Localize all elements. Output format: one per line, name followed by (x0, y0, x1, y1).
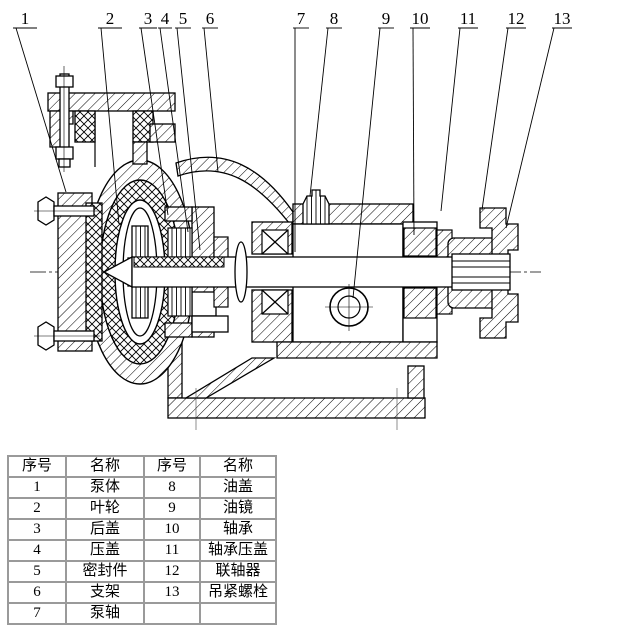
back-cover (164, 206, 229, 338)
cell-seq: 8 (143, 476, 201, 499)
cell-name: 叶轮 (65, 497, 145, 520)
cell-seq: 11 (143, 539, 201, 562)
flange-bolt-top (34, 196, 100, 226)
header-name-1: 名称 (65, 455, 145, 478)
cell-name: 轴承压盖 (199, 539, 277, 562)
support-base (167, 331, 426, 430)
header-seq-1: 序号 (7, 455, 67, 478)
cell-seq: 5 (7, 560, 67, 583)
flange-bolt-bottom (34, 321, 100, 351)
oil-sight-glass (325, 284, 373, 331)
cell-name: 吊紧螺栓 (199, 581, 277, 604)
callout-5: 5 (179, 9, 188, 28)
leader-lines (13, 27, 572, 299)
table-row: 3 后盖 10 轴承 (7, 518, 277, 541)
cell-seq: 9 (143, 497, 201, 520)
callout-3: 3 (144, 9, 153, 28)
pump-cross-section-drawing: 1 2 3 4 5 6 7 8 9 10 11 12 13 (13, 9, 572, 430)
discharge-clamp-bolt (55, 66, 74, 172)
header-name-2: 名称 (199, 455, 277, 478)
cell-name: 泵体 (65, 476, 145, 499)
cell-seq: 2 (7, 497, 67, 520)
callout-4: 4 (161, 9, 170, 28)
cell-seq (143, 602, 201, 625)
callout-9: 9 (382, 9, 391, 28)
cell-seq: 4 (7, 539, 67, 562)
discharge-flange (47, 66, 176, 172)
callout-12: 12 (508, 9, 525, 28)
table-row: 2 叶轮 9 油镜 (7, 497, 277, 520)
oil-cap (302, 189, 330, 225)
pump-shaft (102, 241, 511, 303)
header-seq-2: 序号 (143, 455, 201, 478)
table-row: 1 泵体 8 油盖 (7, 476, 277, 499)
shaft-spline-end (451, 253, 511, 291)
cell-name: 联轴器 (199, 560, 277, 583)
cell-seq: 13 (143, 581, 201, 604)
bearings (261, 227, 437, 319)
cell-name (199, 602, 277, 625)
callout-1: 1 (21, 9, 30, 28)
cell-name: 后盖 (65, 518, 145, 541)
cell-seq: 7 (7, 602, 67, 625)
cell-seq: 1 (7, 476, 67, 499)
suction-flange (34, 192, 103, 352)
callout-10: 10 (412, 9, 429, 28)
cell-seq: 10 (143, 518, 201, 541)
cell-name: 油盖 (199, 476, 277, 499)
table-row: 6 支架 13 吊紧螺栓 (7, 581, 277, 604)
callout-2: 2 (106, 9, 115, 28)
table-row: 4 压盖 11 轴承压盖 (7, 539, 277, 562)
cell-name: 油镜 (199, 497, 277, 520)
callout-6: 6 (206, 9, 215, 28)
callout-13: 13 (554, 9, 571, 28)
cell-seq: 3 (7, 518, 67, 541)
callout-numbers: 1 2 3 4 5 6 7 8 9 10 11 12 13 (21, 9, 571, 28)
callout-8: 8 (330, 9, 339, 28)
cell-name: 压盖 (65, 539, 145, 562)
cell-name: 支架 (65, 581, 145, 604)
cell-name: 轴承 (199, 518, 277, 541)
cell-name: 泵轴 (65, 602, 145, 625)
table-row: 5 密封件 12 联轴器 (7, 560, 277, 583)
cell-seq: 12 (143, 560, 201, 583)
cell-name: 密封件 (65, 560, 145, 583)
table-row: 7 泵轴 (7, 602, 277, 625)
callout-7: 7 (297, 9, 306, 28)
callout-11: 11 (460, 9, 476, 28)
table-header-row: 序号 名称 序号 名称 (7, 455, 277, 478)
cell-seq: 6 (7, 581, 67, 604)
parts-table: 序号 名称 序号 名称 1 泵体 8 油盖 2 叶轮 9 油镜 (7, 455, 277, 625)
